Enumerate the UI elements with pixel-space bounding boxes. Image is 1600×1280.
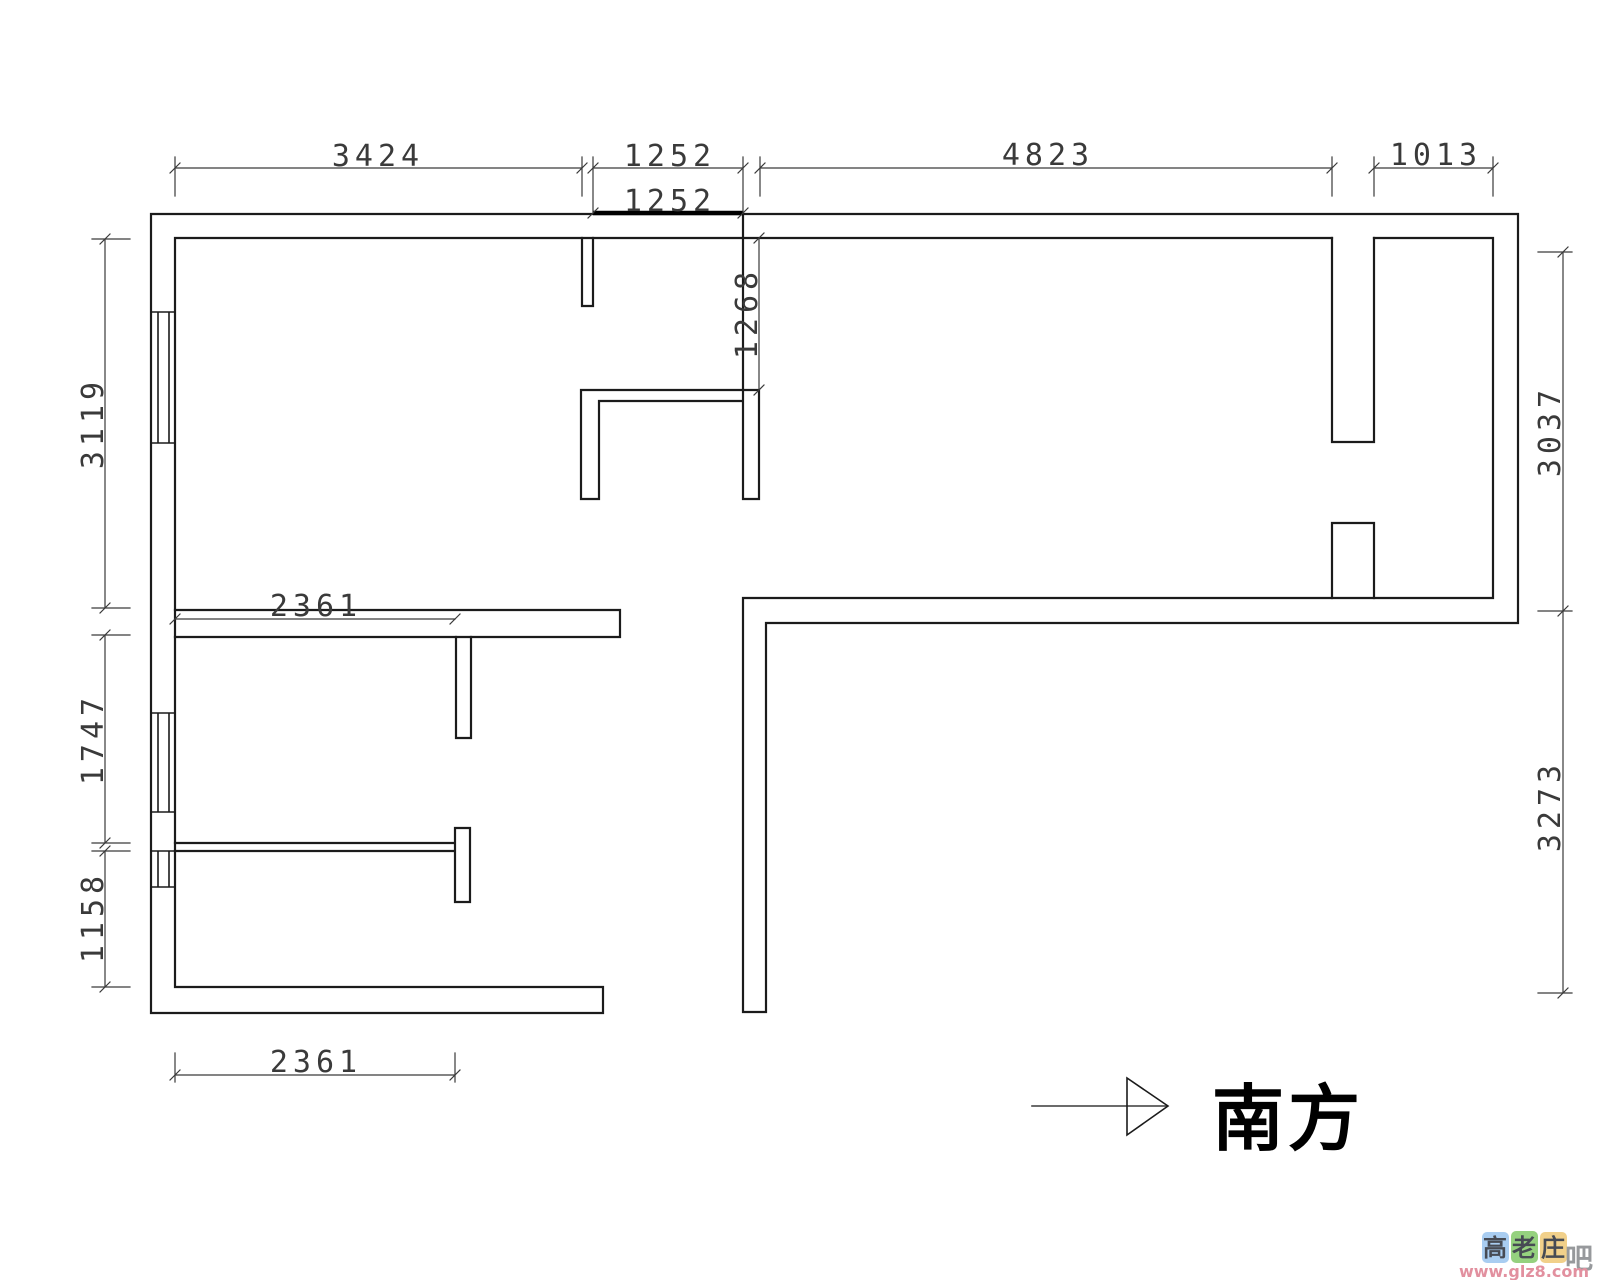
dim-line-2361-bottom <box>174 1052 456 1083</box>
watermark-char-2: 老 <box>1512 1235 1536 1262</box>
dim-lines-right <box>1537 251 1573 994</box>
watermark-char-1: 高 <box>1483 1234 1507 1262</box>
south-direction-label: 南方 <box>1212 1080 1364 1160</box>
window-lower-left-2 <box>150 850 176 888</box>
south-arrow <box>1031 1076 1170 1137</box>
watermark-badge-green <box>1511 1231 1538 1263</box>
windows <box>150 311 176 888</box>
dimension-labels: 3424 1252 4823 1013 1252 2361 2361 3119 … <box>76 138 1568 1080</box>
dimension-lines <box>91 156 1573 1083</box>
dim-label-bottom-2361: 2361 <box>270 1045 362 1080</box>
wall-stub-right-lower <box>1330 521 1376 600</box>
dim-label-left-1158: 1158 <box>76 871 111 963</box>
watermark: 高 老 庄 吧 www.glz8.com <box>1459 1231 1593 1280</box>
dim-label-inner-2361: 2361 <box>270 589 362 624</box>
watermark-char-3: 庄 <box>1541 1234 1565 1262</box>
wall-stub-below-middle <box>454 635 473 740</box>
dim-lines-left <box>91 238 131 988</box>
dim-label-opening-1252: 1252 <box>624 184 716 219</box>
wall-thin-interior <box>173 826 472 904</box>
wall-middle-horizontal <box>173 608 622 639</box>
wall-stub-top <box>580 236 595 308</box>
dim-label-inner-1268: 1268 <box>730 267 765 359</box>
dim-label-right-3037: 3037 <box>1533 385 1568 477</box>
dim-label-top-3424: 3424 <box>332 139 424 174</box>
dim-label-right-3273: 3273 <box>1533 760 1568 852</box>
dim-label-top-4823: 4823 <box>1002 138 1094 173</box>
wall-outer-shell <box>149 212 1520 1015</box>
watermark-suffix-char: 吧 <box>1565 1243 1593 1274</box>
dim-label-top-1252: 1252 <box>624 139 716 174</box>
wall-duct-structure <box>579 212 761 501</box>
watermark-badge-blue <box>1482 1232 1509 1263</box>
dim-label-left-3119: 3119 <box>76 377 111 469</box>
dim-lines-top <box>174 156 1494 214</box>
south-arrow-head-icon <box>1126 1076 1170 1137</box>
window-upper-left <box>150 311 176 444</box>
walls <box>149 210 1520 1015</box>
watermark-badge-yellow <box>1540 1232 1567 1263</box>
dim-label-top-1013: 1013 <box>1390 138 1482 173</box>
wall-stub-right-upper <box>1330 236 1376 444</box>
window-lower-left-1 <box>150 712 176 813</box>
watermark-url: www.glz8.com <box>1459 1262 1589 1280</box>
dim-label-left-1747: 1747 <box>76 693 111 785</box>
dim-ticks <box>99 162 1569 1081</box>
